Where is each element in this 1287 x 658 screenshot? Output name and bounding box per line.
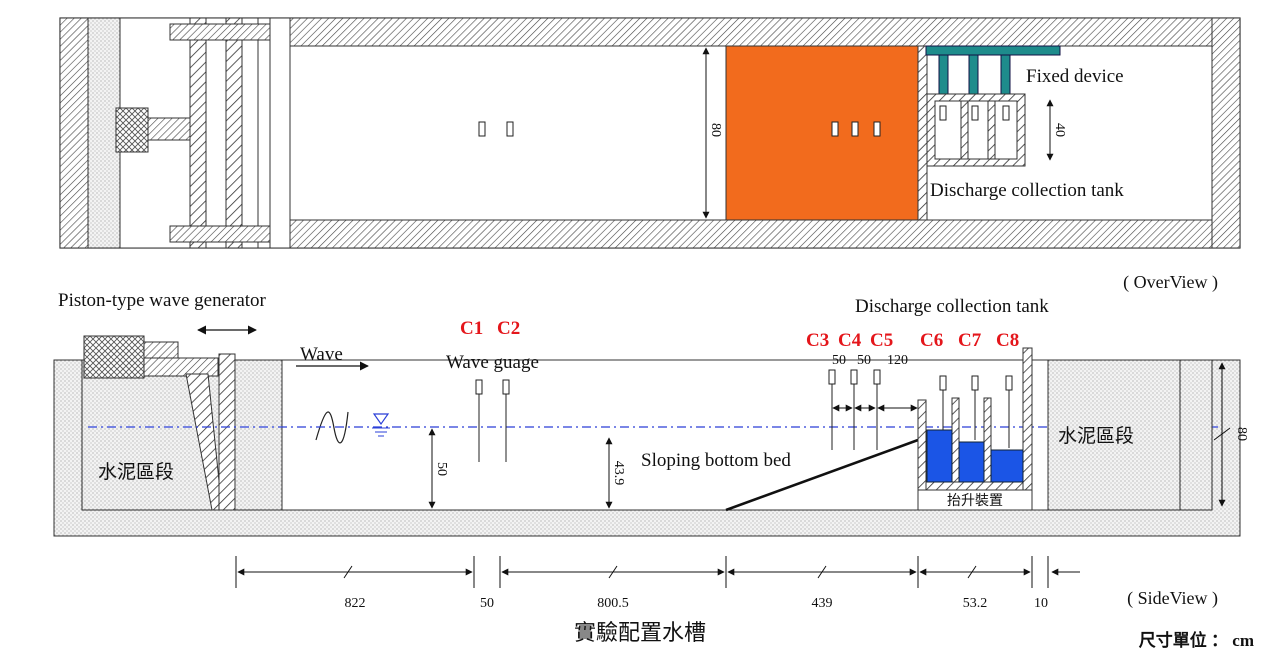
sloping-bed-label: Sloping bottom bed	[641, 450, 791, 471]
cement-left-label: 水泥區段	[98, 461, 174, 483]
lift-device-label: 抬升裝置	[947, 493, 1003, 509]
height-80-value: 80	[1234, 427, 1249, 441]
fixed-device-leg-2	[968, 54, 979, 96]
gauge-c8-top	[1002, 105, 1010, 121]
cement-left-block	[81, 359, 283, 511]
water-level-icon	[372, 413, 390, 437]
gauge-c7-top	[971, 105, 979, 121]
fixed-device-label: Fixed device	[1026, 66, 1124, 87]
tank-water-c7	[958, 441, 985, 483]
cement-right-end	[1179, 359, 1213, 511]
wave-label: Wave	[300, 344, 343, 365]
gauge-label-c2: C2	[497, 318, 520, 339]
gauge-c1-top	[478, 121, 486, 137]
depth-50-value: 50	[434, 462, 449, 476]
tank-side-divider-1	[951, 397, 960, 483]
spacing-c5-tank: 120	[887, 353, 908, 368]
dim-53-2: 53.2	[963, 596, 988, 611]
gauge-label-c5: C5	[870, 330, 893, 351]
overview-top-wall-hatch	[289, 17, 1241, 47]
overview-right-hatch	[1211, 17, 1241, 249]
tank-divider-1	[960, 100, 969, 160]
tank-side-divider-2	[983, 397, 992, 483]
gauge-c2-top	[506, 121, 514, 137]
gauge-c6-top	[939, 105, 947, 121]
dim-50: 50	[480, 596, 494, 611]
spacing-c3-c4: 50	[832, 353, 846, 368]
overview: 80 Fixed device 40 Discharge collection …	[59, 17, 1241, 249]
piston-motor-side	[83, 335, 145, 379]
piston-rod-side	[143, 357, 219, 377]
dim-800-5: 800.5	[597, 596, 629, 611]
tank-water-c6	[926, 429, 953, 483]
generator-rail-2	[225, 17, 243, 249]
fixed-device-bar	[925, 45, 1061, 56]
gauge-label-c6: C6	[920, 330, 943, 351]
lift-device	[917, 489, 1033, 511]
sloping-bottom-bed	[725, 438, 919, 512]
fixed-device-leg-3	[1000, 54, 1011, 96]
tank-wall-front	[917, 399, 927, 491]
sloping-bed-top	[725, 45, 919, 221]
tank-water-c8	[990, 449, 1024, 483]
dim-822: 822	[345, 596, 366, 611]
gauge-c8-head	[1005, 375, 1013, 391]
gauge-label-c4: C4	[838, 330, 862, 351]
bottom-dimension-lines	[235, 556, 1080, 588]
piston-motor	[115, 107, 149, 153]
fixed-device-leg-1	[938, 54, 949, 96]
generator-label: Piston-type wave generator	[58, 290, 267, 311]
overview-left-hatch	[59, 17, 89, 249]
dim-10: 10	[1034, 596, 1048, 611]
diagram-title: 實驗配置水槽	[574, 620, 706, 645]
gauge-c7-head	[971, 375, 979, 391]
gauge-c5-head	[873, 369, 881, 385]
gauge-label-c1: C1	[460, 318, 483, 339]
tank-floor	[925, 481, 1029, 491]
tank-front-wall	[917, 45, 928, 221]
wave-gauge-label: Wave guage	[446, 352, 539, 373]
sideview-view-label: ( SideView )	[1127, 588, 1218, 609]
gauge-c2-head	[502, 379, 510, 395]
piston-housing	[143, 341, 179, 359]
gauge-c3-top	[831, 121, 839, 137]
overview-width-value: 80	[708, 123, 723, 137]
gauge-c5-top	[873, 121, 881, 137]
spacing-c4-c5: 50	[857, 353, 871, 368]
tank-divider-2	[987, 100, 996, 160]
gauge-c4-top	[851, 121, 859, 137]
tank-width-value: 40	[1052, 123, 1067, 137]
generator-rail-3	[257, 17, 271, 249]
gauge-c4-head	[850, 369, 858, 385]
sideview-tank-label: Discharge collection tank	[855, 296, 1049, 317]
height-break-mark	[1213, 427, 1231, 441]
overview-tank-label: Discharge collection tank	[930, 180, 1124, 201]
generator-rail-1	[189, 17, 207, 249]
overview-bottom-wall-hatch	[289, 219, 1241, 249]
piston-rod	[147, 117, 191, 141]
tank-wall-back	[1022, 347, 1033, 491]
generator-plate	[218, 353, 236, 511]
depth-43-9-value: 43.9	[611, 461, 626, 486]
gauge-label-c8: C8	[996, 330, 1019, 351]
gauge-c6-head	[939, 375, 947, 391]
gauge-c1-head	[475, 379, 483, 395]
gauge-c3-head	[828, 369, 836, 385]
cement-right-label: 水泥區段	[1058, 425, 1134, 447]
wave-symbol	[315, 411, 349, 444]
cement-right-block	[1047, 359, 1181, 511]
dim-439: 439	[812, 596, 833, 611]
generator-bolt-bottom	[169, 225, 271, 243]
sideview: Piston-type wave generator Discharge col…	[53, 290, 1249, 611]
gauge-label-c7: C7	[958, 330, 982, 351]
overview-view-label: ( OverView )	[1123, 272, 1218, 293]
units-label: 尺寸單位 ： cm	[1139, 630, 1254, 650]
generator-bolt-top	[169, 23, 271, 41]
gauge-label-c3: C3	[806, 330, 829, 351]
